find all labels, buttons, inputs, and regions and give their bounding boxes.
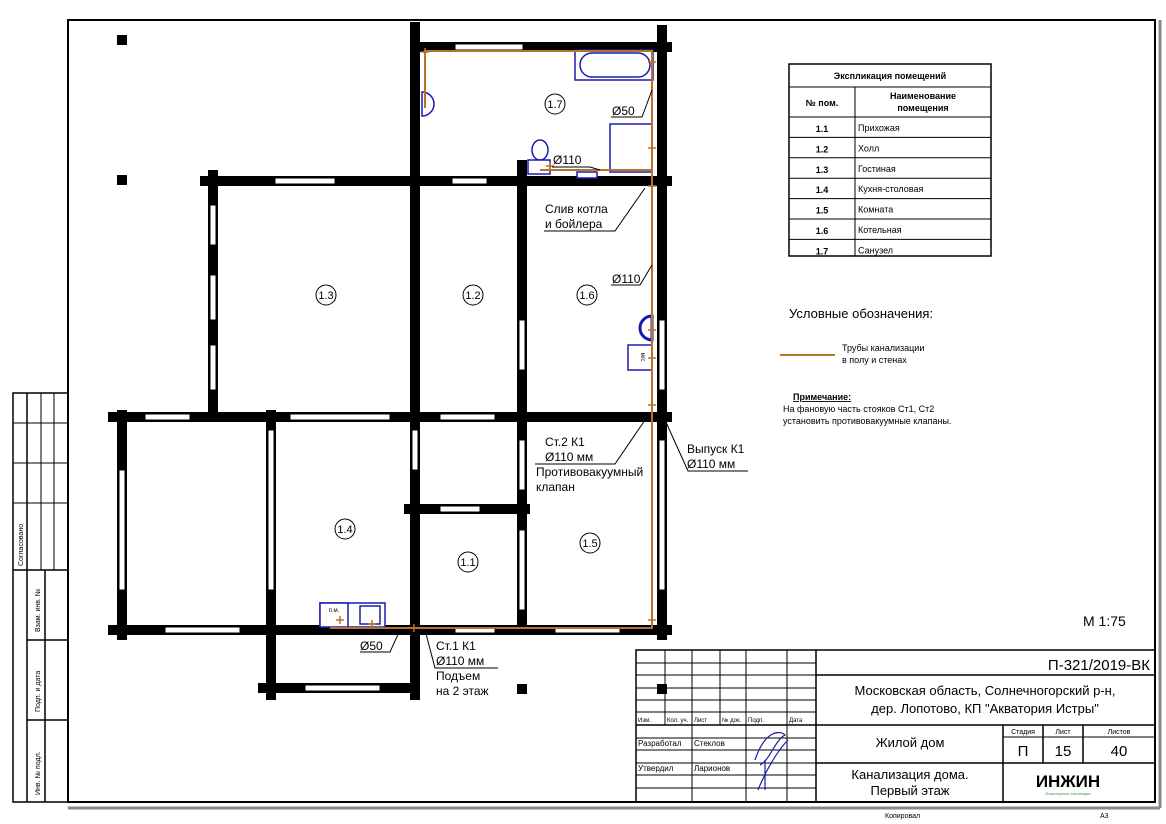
svg-text:Ларионов: Ларионов bbox=[694, 764, 730, 773]
svg-text:Ø110 мм: Ø110 мм bbox=[436, 654, 484, 668]
explication-row-name: Прихожая bbox=[858, 123, 900, 133]
svg-text:Ø50: Ø50 bbox=[360, 639, 383, 653]
svg-text:Московская область, Солнечного: Московская область, Солнечногорский р-н, bbox=[855, 683, 1116, 698]
svg-text:15: 15 bbox=[1055, 743, 1072, 760]
room-1-5: 1.5 bbox=[582, 538, 597, 550]
svg-text:Подъем: Подъем bbox=[436, 669, 480, 683]
room-1-4: 1.4 bbox=[337, 524, 352, 536]
floor-plan-walls bbox=[108, 22, 672, 700]
svg-text:П: П bbox=[1018, 743, 1029, 760]
title-block-col-header: Дата bbox=[789, 718, 803, 724]
stamp-inv-replace: Взам. инв. № bbox=[35, 589, 42, 632]
svg-text:Ø110: Ø110 bbox=[612, 272, 641, 286]
svg-text:Утвердил: Утвердил bbox=[638, 764, 674, 773]
svg-text:Ø110: Ø110 bbox=[553, 153, 582, 167]
title-block: Изм. Кол. уч. Лист № док. Подп. Дата Разработ… bbox=[635, 649, 1156, 820]
svg-text:дер. Лопотово, КП "Акватория И: дер. Лопотово, КП "Акватория Истры" bbox=[871, 701, 1099, 716]
svg-text:Жилой дом: Жилой дом bbox=[876, 735, 945, 750]
svg-text:Ø110 мм: Ø110 мм bbox=[687, 457, 735, 471]
plumbing-fixtures: м/с п.м. bbox=[319, 49, 654, 628]
toilet bbox=[531, 139, 549, 161]
explication-row-name: Котельная bbox=[858, 225, 902, 235]
stamp-agreed: Согласовано bbox=[18, 524, 25, 566]
svg-text:помещения: помещения bbox=[897, 103, 948, 113]
svg-text:Первый этаж: Первый этаж bbox=[870, 783, 949, 798]
svg-text:Разработал: Разработал bbox=[638, 739, 682, 748]
pipe-annotations: Ø50 Ø110 Слив котла и бойлера Ø110 Ст.2 … bbox=[360, 89, 748, 698]
sewer-pipes bbox=[330, 48, 656, 632]
explication-row-num: 1.7 bbox=[816, 246, 829, 256]
shower bbox=[609, 123, 653, 173]
svg-text:в полу и стенах: в полу и стенах bbox=[842, 355, 907, 365]
title-block-col-header: Лист bbox=[694, 718, 707, 724]
svg-text:На фановую часть стояков Ст1,: На фановую часть стояков Ст1, Ст2 bbox=[783, 404, 934, 414]
boiler bbox=[638, 314, 654, 342]
drawing-code: П-321/2019-ВК bbox=[1048, 657, 1150, 674]
svg-text:Экспликация помещений: Экспликация помещений bbox=[834, 71, 946, 81]
svg-text:Канализация дома.: Канализация дома. bbox=[851, 767, 968, 782]
room-markers: 1.1 1.2 1.3 1.4 1.5 1.6 1.7 bbox=[315, 93, 601, 573]
svg-text:п.м.: п.м. bbox=[329, 608, 340, 614]
svg-text:Ст.2 К1: Ст.2 К1 bbox=[545, 435, 585, 449]
explication-row-name: Холл bbox=[858, 143, 879, 153]
svg-text:и бойлера: и бойлера bbox=[545, 217, 603, 231]
svg-text:Противовакуумный: Противовакуумный bbox=[536, 465, 643, 479]
washbasin bbox=[421, 91, 435, 117]
explication-row-name: Санузел bbox=[858, 245, 893, 255]
explication-table: Экспликация помещений № пом. Наименовани… bbox=[788, 63, 992, 257]
room-1-6: 1.6 bbox=[579, 290, 594, 302]
explication-row-num: 1.5 bbox=[816, 206, 829, 216]
svg-text:установить противовакуумные кл: установить противовакуумные клапаны. bbox=[783, 416, 951, 426]
svg-text:Листов: Листов bbox=[1108, 729, 1131, 736]
svg-text:Ст.1 К1: Ст.1 К1 bbox=[436, 639, 476, 653]
svg-text:Инженерные инновации: Инженерные инновации bbox=[1045, 791, 1090, 796]
title-block-col-header: Подп. bbox=[748, 718, 764, 724]
title-block-col-header: Изм. bbox=[638, 718, 651, 724]
legend: Условные обозначения: Трубы канализации … bbox=[780, 306, 951, 426]
svg-text:м/с: м/с bbox=[639, 353, 645, 362]
explication-row-num: 1.1 bbox=[816, 124, 829, 134]
room-1-2: 1.2 bbox=[465, 290, 480, 302]
svg-text:Ø50: Ø50 bbox=[612, 104, 635, 118]
room-1-3: 1.3 bbox=[318, 290, 333, 302]
svg-text:Условные обозначения:: Условные обозначения: bbox=[789, 306, 933, 321]
svg-text:Выпуск К1: Выпуск К1 bbox=[687, 442, 745, 456]
svg-text:Копировал: Копировал bbox=[885, 813, 920, 820]
room-1-1: 1.1 bbox=[460, 557, 475, 569]
scale-label: М 1:75 bbox=[1083, 613, 1126, 629]
svg-text:Наименование: Наименование bbox=[890, 91, 956, 101]
svg-text:Трубы канализации: Трубы канализации bbox=[842, 343, 924, 353]
room-1-7: 1.7 bbox=[547, 99, 562, 111]
signature-image bbox=[754, 731, 789, 791]
svg-text:Примечание:: Примечание: bbox=[793, 392, 851, 402]
svg-text:А3: А3 bbox=[1100, 813, 1109, 820]
explication-row-name: Комната bbox=[858, 205, 893, 215]
svg-text:№ пом.: № пом. bbox=[806, 98, 839, 108]
svg-text:Стеклов: Стеклов bbox=[694, 739, 725, 748]
svg-text:клапан: клапан bbox=[536, 480, 575, 494]
explication-row-num: 1.2 bbox=[816, 144, 829, 154]
explication-row-name: Кухня-столовая bbox=[858, 184, 923, 194]
svg-text:на 2 этаж: на 2 этаж bbox=[436, 684, 489, 698]
svg-text:Слив котла: Слив котла bbox=[545, 202, 608, 216]
explication-row-num: 1.6 bbox=[816, 226, 829, 236]
title-block-col-header: Кол. уч. bbox=[667, 718, 689, 724]
title-block-col-header: № док. bbox=[722, 717, 742, 724]
stamp-inv-orig: Инв. № подл. bbox=[35, 751, 42, 795]
svg-text:Ø110 мм: Ø110 мм bbox=[545, 450, 593, 464]
explication-row-num: 1.4 bbox=[816, 185, 829, 195]
explication-row-name: Гостиная bbox=[858, 164, 896, 174]
side-stamp: Согласовано Взам. инв. № Подп. и дата Ин… bbox=[12, 392, 69, 803]
stamp-sign-date: Подп. и дата bbox=[35, 671, 42, 712]
company-logo: ИНЖИН bbox=[1036, 772, 1100, 791]
svg-text:40: 40 bbox=[1111, 743, 1128, 760]
svg-text:Стадия: Стадия bbox=[1011, 729, 1035, 736]
explication-row-num: 1.3 bbox=[816, 165, 829, 175]
svg-text:Лист: Лист bbox=[1055, 729, 1071, 736]
